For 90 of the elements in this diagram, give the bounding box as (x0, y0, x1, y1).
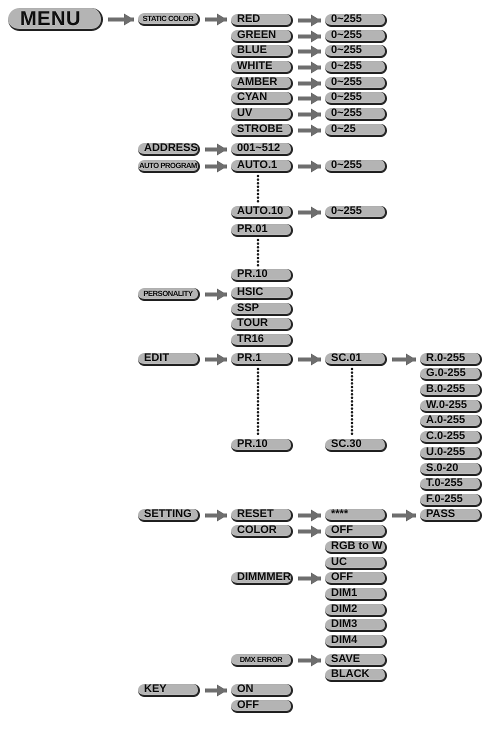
arrow (298, 108, 321, 120)
menu-item: HSIC (231, 287, 293, 300)
arrow (392, 510, 416, 522)
menu-item: DIM4 (325, 635, 387, 648)
menu-item: KEY (138, 684, 200, 697)
arrow (298, 14, 321, 26)
arrow (108, 14, 134, 26)
arrow (205, 354, 227, 366)
arrow (205, 288, 227, 300)
menu-item: U.0-255 (420, 447, 482, 460)
menu-item: WHITE (231, 61, 293, 74)
menu-item: T.0-255 (420, 478, 482, 491)
menu-item: EDIT (138, 353, 200, 366)
menu-item: 0~255 (325, 45, 387, 58)
menu-item: PR.1 (231, 353, 293, 366)
menu-item: S.0-20 (420, 463, 482, 476)
arrow (205, 510, 227, 522)
arrow (298, 510, 321, 522)
menu-item: 0~255 (325, 108, 387, 121)
menu-item: G.0-255 (420, 368, 482, 381)
menu-item: BLUE (231, 45, 293, 58)
menu-item: ADDRESS (138, 143, 200, 156)
dotted-line (256, 174, 260, 206)
arrow (298, 46, 321, 58)
menu-item: SAVE (325, 654, 387, 667)
dotted-line (256, 238, 260, 268)
menu-item: 0~255 (325, 206, 387, 219)
menu-item: RED (231, 14, 293, 27)
menu-item: A.0-255 (420, 415, 482, 428)
menu-item: 0~25 (325, 124, 387, 137)
arrow (298, 160, 321, 172)
menu-item: RGB to W (325, 541, 387, 554)
menu-item: CYAN (231, 92, 293, 105)
menu-item: SC.30 (325, 439, 387, 452)
arrow (205, 144, 227, 156)
menu-item: F.0-255 (420, 494, 482, 507)
arrow (298, 124, 321, 136)
menu-item: **** (325, 509, 387, 522)
menu-item: 0~255 (325, 30, 387, 43)
arrow (205, 14, 227, 26)
menu-item: COLOR (231, 525, 293, 538)
menu-item: PR.01 (231, 224, 293, 237)
menu-item: UC (325, 557, 387, 570)
arrow (298, 206, 321, 218)
arrow (392, 354, 416, 366)
menu-item: UV (231, 108, 293, 121)
menu-item: OFF (325, 572, 387, 585)
menu-item: STROBE (231, 124, 293, 137)
menu-item: TOUR (231, 318, 293, 331)
menu-item: AUTO.1 (231, 160, 293, 173)
arrow (298, 354, 321, 366)
menu-item: 001~512 (231, 143, 293, 156)
arrow (298, 62, 321, 74)
menu-item: TR16 (231, 334, 293, 347)
arrow (298, 30, 321, 42)
arrow (298, 92, 321, 104)
menu-item: GREEN (231, 30, 293, 43)
menu-item: 0~255 (325, 77, 387, 90)
menu-item: DIM1 (325, 588, 387, 601)
arrow (298, 526, 321, 538)
menu-item: DIMMMER (231, 572, 293, 585)
arrow (205, 160, 227, 172)
menu-item: PR.10 (231, 439, 293, 452)
arrow (205, 684, 227, 696)
menu-item: DIM2 (325, 604, 387, 617)
menu-item: ON (231, 684, 293, 697)
menu-item: SETTING (138, 509, 200, 522)
menu-item: OFF (325, 525, 387, 538)
arrow (298, 78, 321, 90)
arrow (298, 572, 321, 584)
menu-item: PR.10 (231, 269, 293, 282)
menu-item: BLACK (325, 669, 387, 682)
arrow (298, 654, 321, 666)
menu-item: RESET (231, 509, 293, 522)
menu-item: R.0-255 (420, 353, 482, 366)
menu-item: SC.01 (325, 353, 387, 366)
menu-item: 0~255 (325, 160, 387, 173)
menu-item: PASS (420, 509, 482, 522)
menu-item: SSP (231, 303, 293, 316)
menu-item: 0~255 (325, 92, 387, 105)
menu-item: 0~255 (325, 61, 387, 74)
menu-item: MENU (8, 8, 103, 31)
menu-item: AUTO.10 (231, 206, 293, 219)
menu-item: B.0-255 (420, 384, 482, 397)
menu-item: C.0-255 (420, 431, 482, 444)
menu-item: OFF (231, 700, 293, 713)
menu-item: DIM3 (325, 619, 387, 632)
menu-item: 0~255 (325, 14, 387, 27)
menu-item: W.0-255 (420, 400, 482, 413)
menu-item: AMBER (231, 77, 293, 90)
